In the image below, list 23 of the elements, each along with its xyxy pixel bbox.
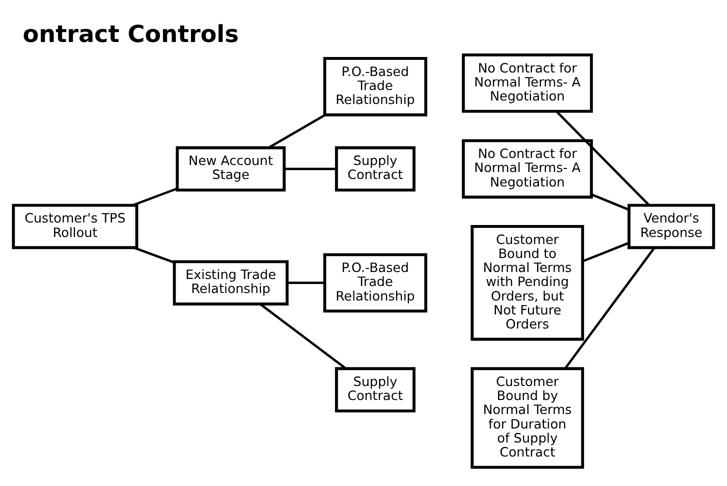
node-box: Existing Trade Relationship (172, 260, 289, 305)
node-box: Customer's TPS Rollout (12, 203, 138, 249)
connector (284, 167, 336, 170)
node-box: Customer Bound to Normal Terms with Pending Orders, but Not Future Orders (470, 224, 584, 340)
connector (556, 110, 650, 206)
node-box: Customer Bound by Normal Terms for Duration of Supply Contract (470, 366, 584, 468)
node-box: P.O.-Based Trade Relationship (323, 56, 428, 116)
node-box: Vendor's Response (628, 203, 716, 249)
connector (591, 192, 630, 210)
connector (564, 246, 656, 368)
connector (133, 246, 175, 264)
node-box: No Contract for Normal Terms- A Negotiation (462, 52, 593, 112)
node-box: P.O.-Based Trade Relationship (323, 252, 428, 312)
node-box: Supply Contract (335, 146, 416, 192)
node-box: Supply Contract (335, 366, 416, 412)
node-box: New Account Stage (176, 146, 286, 192)
connector (268, 113, 326, 148)
connector (260, 302, 346, 369)
diagram-title: ontract Controls (22, 20, 239, 48)
connector (132, 186, 178, 206)
connector (287, 281, 325, 284)
node-box: No Contract for Normal Terms- A Negotiation (462, 138, 593, 198)
connector (582, 241, 630, 262)
